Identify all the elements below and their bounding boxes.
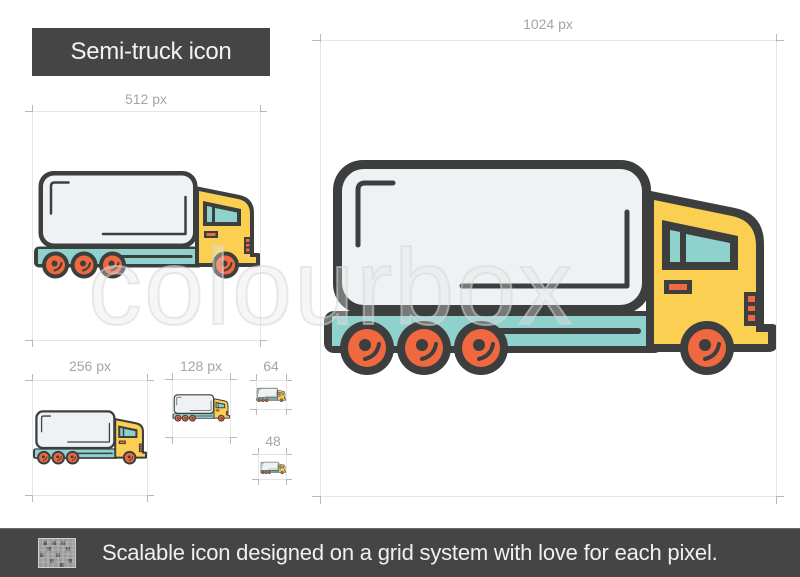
frame-512 xyxy=(25,105,267,347)
footer-tagline: Scalable icon designed on a grid system … xyxy=(102,540,718,565)
semi-truck-icon-256 xyxy=(32,380,147,495)
frame-48 xyxy=(252,448,292,486)
frame-256 xyxy=(25,374,155,502)
semi-truck-icon-64 xyxy=(256,380,286,410)
pixel-grid-icon xyxy=(38,538,76,568)
size-label-1024: 1024 px xyxy=(523,16,573,32)
size-label-64: 64 xyxy=(263,358,279,374)
frame-1024 xyxy=(312,34,784,504)
semi-truck-icon-1024 xyxy=(320,40,776,496)
size-label-48: 48 xyxy=(265,433,281,449)
frame-128 xyxy=(165,373,237,445)
semi-truck-icon-128 xyxy=(172,379,230,437)
frame-64 xyxy=(250,374,292,416)
semi-truck-icon-512 xyxy=(32,111,260,339)
size-label-128: 128 px xyxy=(179,358,223,374)
footer-bar: Scalable icon designed on a grid system … xyxy=(0,528,800,577)
page-title: Semi-truck icon xyxy=(32,28,270,76)
size-label-512: 512 px xyxy=(124,91,168,107)
size-label-256: 256 px xyxy=(68,358,112,374)
semi-truck-icon-48 xyxy=(260,455,286,481)
